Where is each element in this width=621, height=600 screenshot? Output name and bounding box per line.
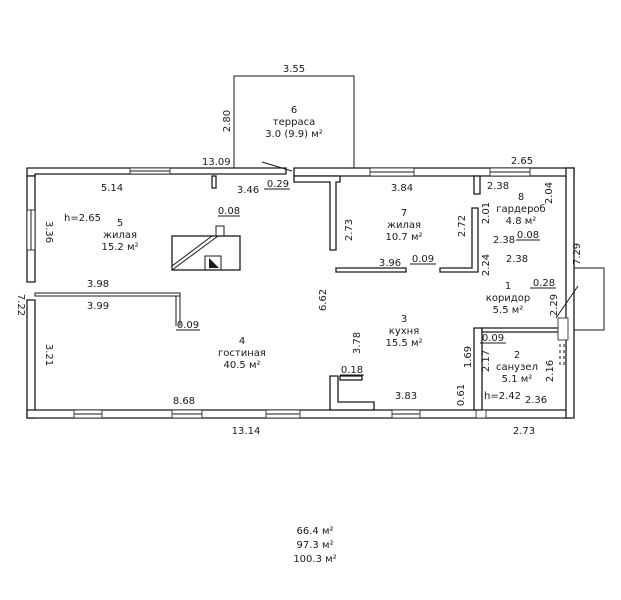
dim-left-outer: 7.22	[15, 294, 26, 316]
summary-line: 97.3 м²	[296, 540, 334, 551]
outer-wall-left-lower	[26, 299, 36, 419]
wall-kitchen-pillar	[339, 375, 363, 381]
wall-bath-window	[557, 317, 569, 341]
dim-terrace-depth: 2.80	[222, 110, 233, 132]
dim-bath-right: 2.16	[545, 360, 556, 382]
dim-bottom-outer: 13.14	[232, 426, 261, 437]
room-1-number: 1	[505, 281, 511, 292]
dim-bath-top: 0.09	[482, 333, 504, 344]
dim-wardrobe-wall: 0.08	[517, 230, 539, 241]
wall-stub-5	[211, 175, 217, 189]
terrace-door-swing	[261, 161, 293, 172]
dim-door-gap: 3.46	[237, 185, 259, 196]
dim-wardrobe-right: 2.04	[544, 182, 555, 204]
dim-bottom-window: 8.68	[173, 396, 195, 407]
room-6-number: 6	[291, 105, 297, 116]
wall-room7-bottom	[335, 267, 407, 273]
room-2-number: 2	[514, 350, 520, 361]
room-2-area: 5.1 м²	[502, 374, 533, 385]
dim-kitchen-pillar: 0.18	[341, 365, 363, 376]
dim-room7-right: 2.72	[457, 215, 468, 237]
area-summary: 66.4 м² 97.3 м² 100.3 м²	[240, 525, 390, 567]
room-8-name: гардероб	[496, 204, 545, 215]
room-6-name: терраса	[273, 117, 315, 128]
room-5-number: 5	[117, 218, 123, 229]
dim-top-right: 2.65	[511, 156, 533, 167]
room-8-area: 4.8 м²	[506, 216, 537, 227]
dim-room7-top: 3.84	[391, 183, 413, 194]
wall-bath-left	[473, 327, 483, 411]
dim-bath-left: 2.17	[481, 350, 492, 372]
wall-room7-left	[293, 175, 341, 251]
wall-partition-5	[34, 292, 181, 297]
room-3-number: 3	[401, 314, 407, 325]
room-1-area: 5.5 м²	[493, 305, 524, 316]
dim-living-height: 6.62	[318, 289, 329, 311]
dim-partition-lower: 3.99	[87, 301, 109, 312]
dim-wardrobe-bottom: 2.38	[506, 254, 528, 265]
room-2-name: санузел	[496, 362, 538, 373]
dim-bath-bottom: 2.36	[525, 395, 547, 406]
porch-outline	[574, 267, 605, 331]
dim-room7-wall: 0.09	[412, 254, 434, 265]
dim-left-lower: 3.21	[43, 344, 54, 366]
room-4-name: гостиная	[218, 348, 266, 359]
room-5-area: 15.2 м²	[102, 242, 139, 253]
room-6-area: 3.0 (9.9) м²	[265, 129, 323, 140]
dim-wardrobe-left: 2.01	[481, 202, 492, 224]
window-bottom-5	[475, 409, 487, 419]
dim-wardrobe-top: 2.38	[487, 181, 509, 192]
dim-top-left: 13.09	[202, 157, 231, 168]
dim-corr-upper: 2.24	[481, 254, 492, 276]
dim-porch-height: 7.29	[572, 243, 583, 265]
room-8-number: 8	[518, 192, 524, 203]
room-5-name: жилая	[103, 230, 137, 241]
room-7-name: жилая	[387, 220, 421, 231]
dim-terrace-width: 3.55	[283, 64, 305, 75]
chimney-top	[215, 225, 225, 237]
dim-chimney-top: 0.08	[218, 206, 240, 217]
room-7-number: 7	[401, 208, 407, 219]
terrace-outline	[233, 75, 355, 168]
dim-terrace-door: 0.29	[267, 179, 289, 190]
summary-line: 66.4 м²	[296, 526, 334, 537]
dim-kitchen-left: 3.78	[352, 332, 363, 354]
wall-room7-right	[473, 175, 481, 195]
chimney-fill	[209, 258, 219, 268]
room-2-height: h=2.42	[484, 391, 521, 402]
dim-chimney-bottom: 0.09	[177, 320, 199, 331]
dim-corr-left: 1.69	[463, 346, 474, 368]
dim-room5-side: 3.36	[43, 221, 54, 243]
wall-wardrobe-stub	[439, 207, 479, 273]
dim-room7-left: 2.73	[344, 219, 355, 241]
dim-bottom-right: 2.73	[513, 426, 535, 437]
room-4-number: 4	[239, 336, 245, 347]
dim-porch-side: 2.29	[549, 294, 560, 316]
wall-bath-top	[481, 327, 563, 333]
porch-door-swing	[555, 285, 579, 319]
dim-partition-upper: 3.98	[87, 279, 109, 290]
room-5-height: h=2.65	[64, 213, 101, 224]
dim-room7-bottom: 3.96	[379, 258, 401, 269]
dim-room5-top: 5.14	[101, 183, 123, 194]
dim-porch-step: 0.28	[533, 278, 555, 289]
outer-wall-top-right	[293, 167, 575, 177]
room-1-name: коридор	[486, 293, 530, 304]
chimney	[204, 255, 222, 271]
room-3-name: кухня	[389, 326, 419, 337]
room-7-area: 10.7 м²	[386, 232, 423, 243]
wall-kitchen-left	[329, 375, 375, 411]
dim-bath-wall: 0.61	[456, 384, 467, 406]
room-3-area: 15.5 м²	[386, 338, 423, 349]
room-4-area: 40.5 м²	[224, 360, 261, 371]
summary-line: 100.3 м²	[293, 554, 337, 565]
dim-wardrobe-inner: 2.38	[493, 235, 515, 246]
dim-kitchen-bottom: 3.83	[395, 391, 417, 402]
